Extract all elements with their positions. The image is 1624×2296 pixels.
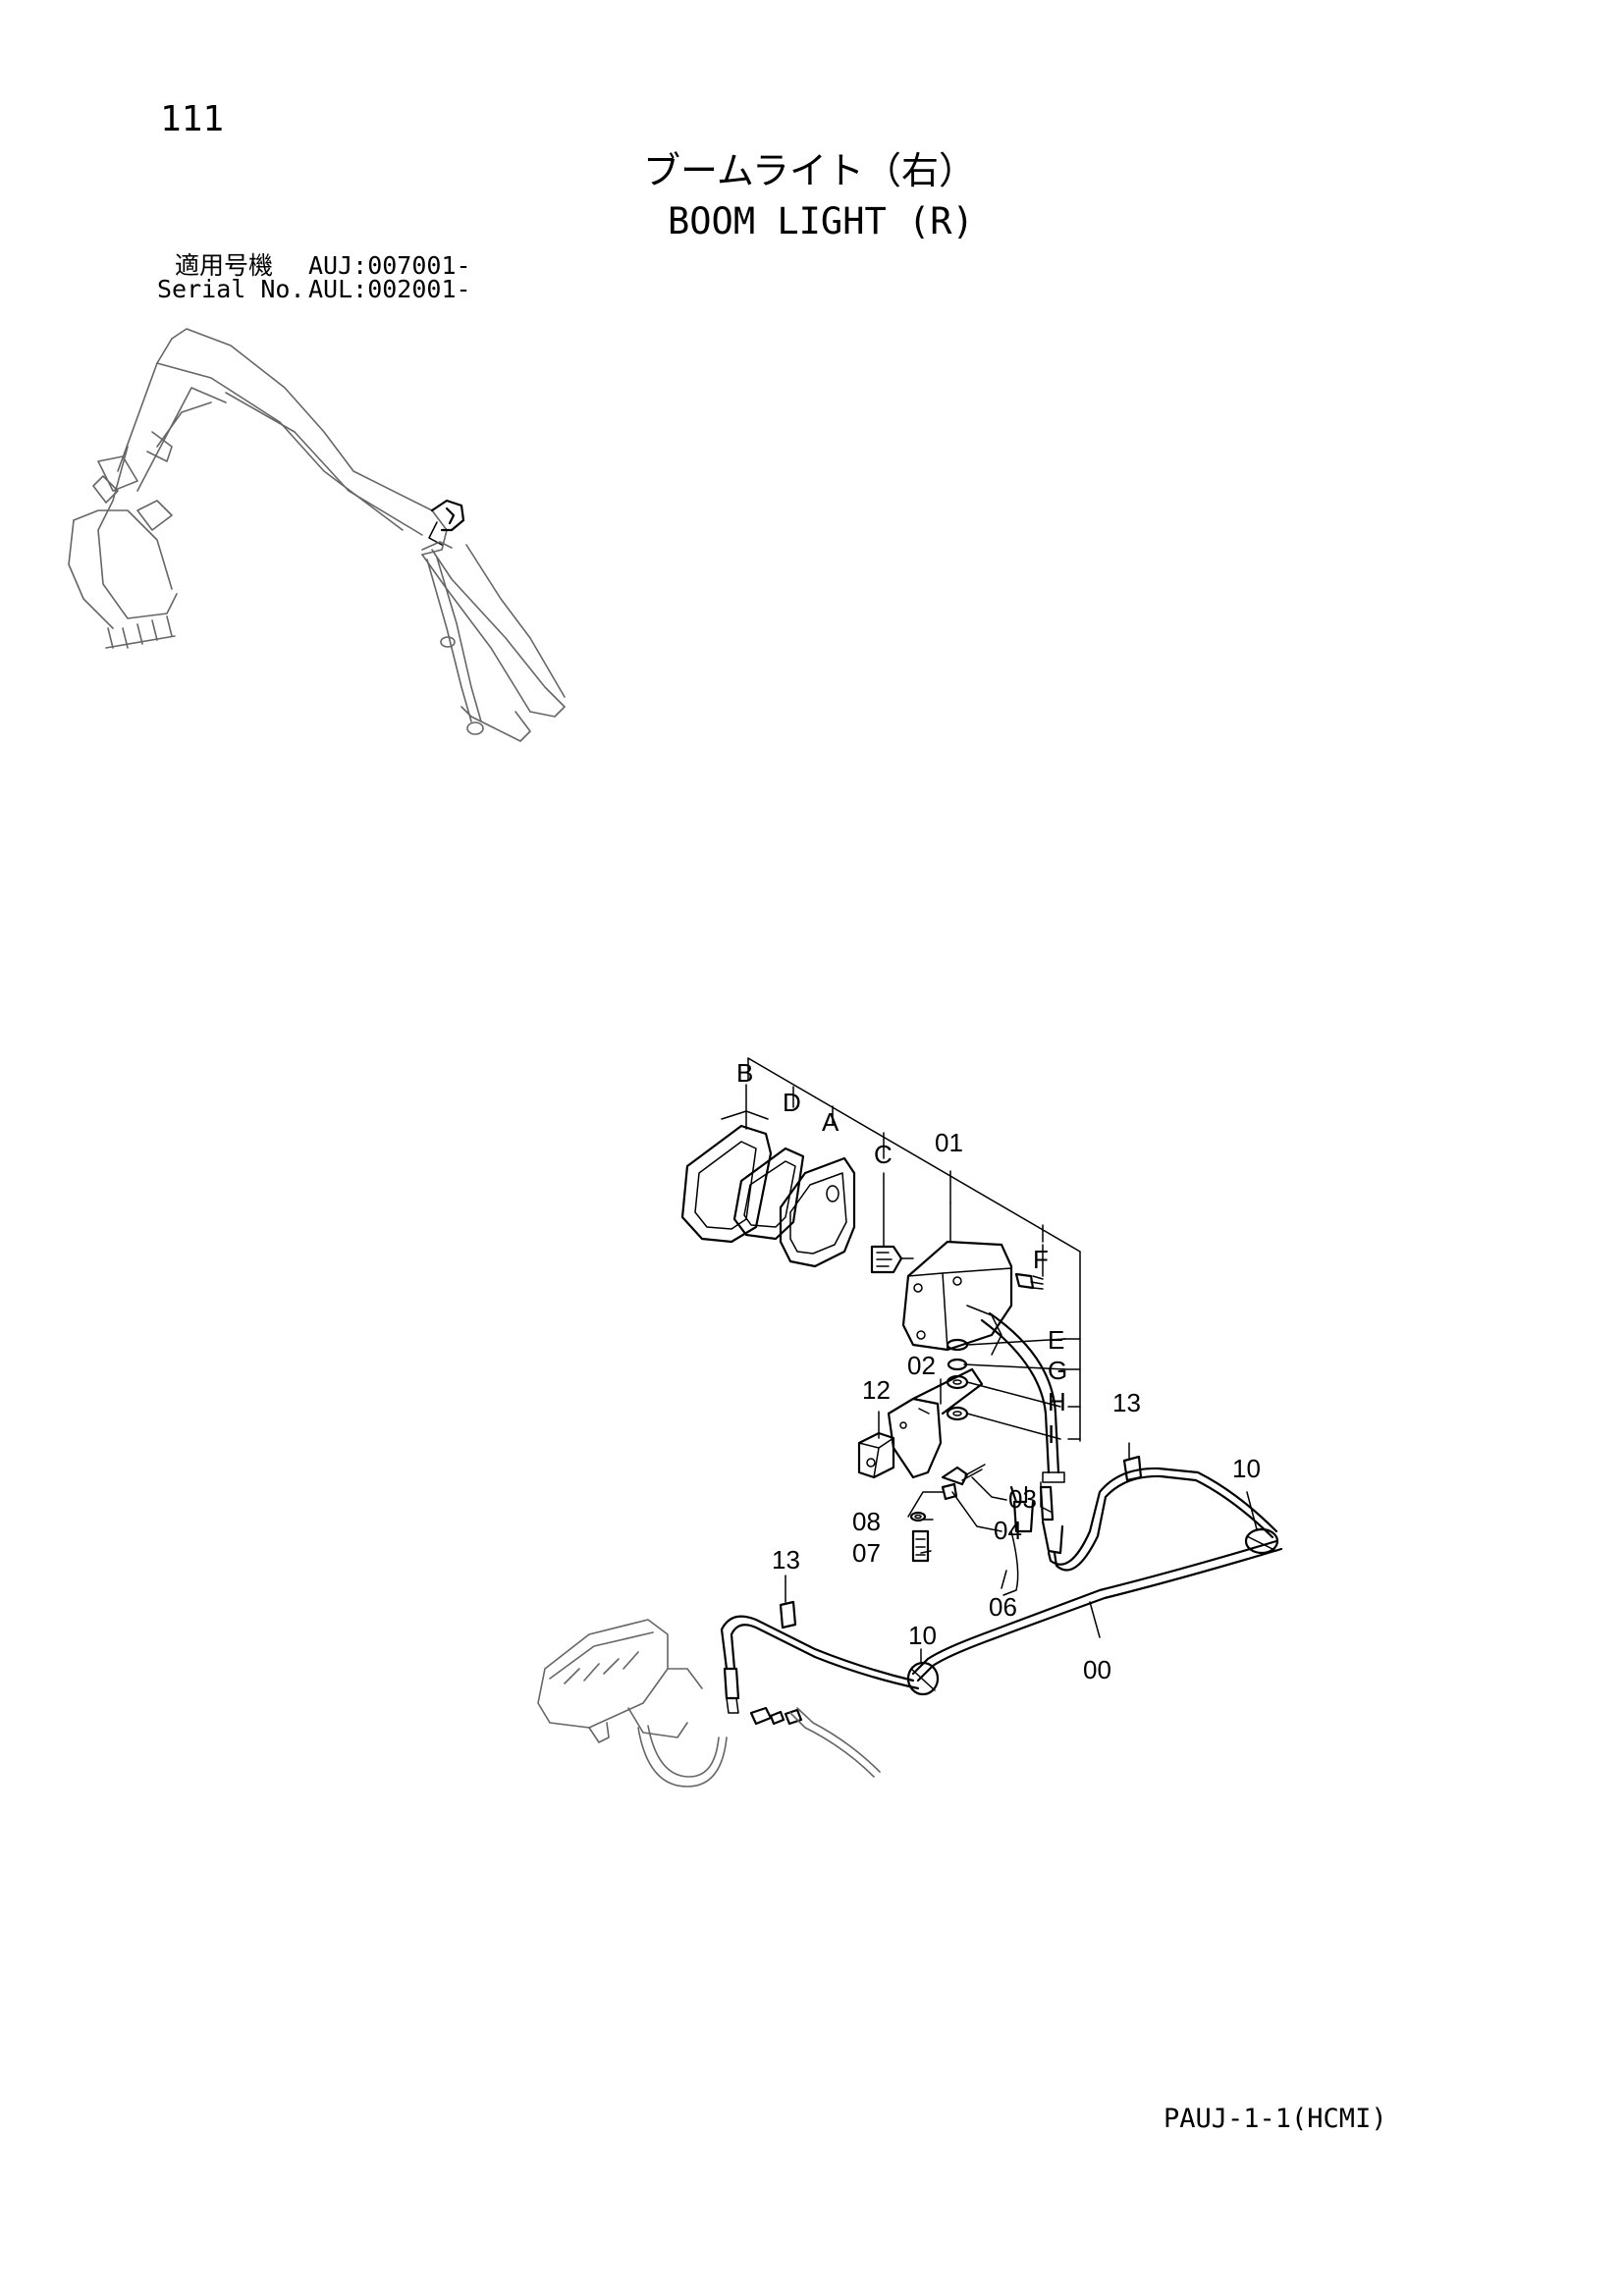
callout-leaders <box>785 1378 1258 1664</box>
page-title: BOOM LIGHT (R) <box>668 200 974 242</box>
lens-cover <box>779 1156 856 1268</box>
callout-01: 01 <box>935 1128 963 1157</box>
callout-12: 12 <box>862 1375 891 1405</box>
callout-B: B <box>736 1058 753 1088</box>
callout-I: I <box>1048 1419 1055 1449</box>
callout-07: 07 <box>852 1538 881 1568</box>
seal-inner <box>732 1147 805 1241</box>
callout-04: 04 <box>994 1516 1022 1545</box>
rubber-block <box>857 1431 895 1479</box>
callout-10-right: 10 <box>1232 1454 1261 1483</box>
callout-F: F <box>1033 1245 1049 1274</box>
callout-13-left: 13 <box>772 1545 800 1575</box>
wiring-harness <box>720 1455 1283 1726</box>
page-number: 111 <box>160 99 225 139</box>
excavator-overview-sketch <box>68 328 566 742</box>
lamp-body <box>901 1201 1013 1356</box>
bolt <box>941 1464 986 1501</box>
callout-13-right: 13 <box>1112 1388 1141 1417</box>
serial-label-japanese: 適用号機 <box>175 251 274 280</box>
callout-08: 08 <box>852 1507 881 1536</box>
callout-00: 00 <box>1083 1655 1111 1684</box>
footer-code: PAUJ-1-1(HCMI) <box>1164 2104 1387 2134</box>
serial-value: AUL:002001- <box>308 275 471 303</box>
callout-03: 03 <box>1008 1484 1037 1514</box>
callout-G: G <box>1048 1356 1067 1385</box>
callout-10-left: 10 <box>908 1621 937 1650</box>
lower-bolt <box>909 1511 930 1563</box>
screw <box>1014 1244 1044 1290</box>
callout-A: A <box>822 1107 839 1137</box>
callout-C: C <box>874 1140 893 1169</box>
callout-H: H <box>1048 1387 1066 1416</box>
callout-E: E <box>1048 1325 1064 1355</box>
lamp-wire <box>980 1311 1065 1533</box>
serial-label: Serial No. <box>157 275 305 303</box>
leader-bracket-frame <box>747 1057 1081 1442</box>
callout-D: D <box>783 1088 801 1117</box>
serial-value-japanese: AUJ:007001- <box>308 251 471 280</box>
page-title-japanese: ブームライト（右） <box>643 149 976 192</box>
callout-06: 06 <box>989 1592 1017 1622</box>
machine-cab-sketch <box>537 1619 881 1788</box>
gasket-outer-frame <box>680 1084 773 1244</box>
callout-labels: B D A C 01 F E G 02 H I 12 13 10 03 04 0… <box>736 1058 1261 1684</box>
bulb <box>870 1172 914 1274</box>
callout-02: 02 <box>907 1351 936 1380</box>
